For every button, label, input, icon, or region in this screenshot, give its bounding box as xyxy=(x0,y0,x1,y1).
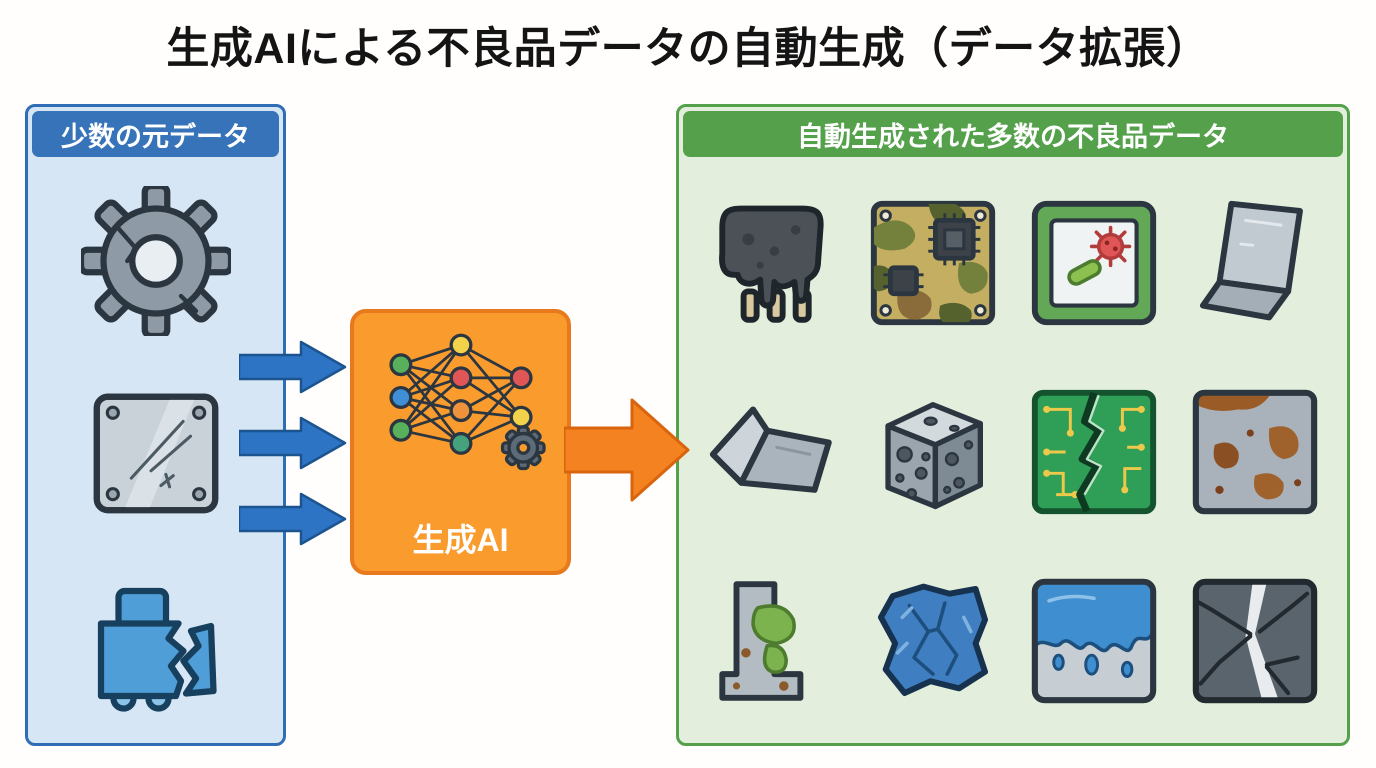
defect-item xyxy=(862,381,1004,523)
generated-data-panel-header: 自動生成された多数の不良品データ xyxy=(683,111,1343,157)
bacteria-icon xyxy=(1066,259,1102,287)
defect-item xyxy=(1184,570,1326,712)
defect-item xyxy=(862,570,1004,712)
source-data-items xyxy=(28,165,283,737)
liquid-spill-plate-icon xyxy=(1031,578,1156,703)
camo-circuit-board-icon xyxy=(870,201,995,326)
crumpled-part-icon xyxy=(877,583,988,696)
list-item xyxy=(77,182,234,339)
defect-item xyxy=(1184,381,1326,523)
folded-sheet-icon xyxy=(709,406,832,493)
cracked-pcb-icon xyxy=(1031,389,1156,515)
broken-machine-icon xyxy=(97,588,217,712)
list-item xyxy=(81,566,231,716)
defect-item xyxy=(1023,192,1165,334)
gear-icon xyxy=(500,425,546,471)
defect-item xyxy=(862,192,1004,334)
generative-ai-box: 生成AI xyxy=(350,309,571,575)
defect-item xyxy=(701,570,843,712)
right-arrow-icon xyxy=(239,492,347,546)
scratched-plate-icon xyxy=(93,393,218,514)
melted-component-icon xyxy=(718,205,824,324)
list-item xyxy=(82,377,230,525)
right-arrow-icon xyxy=(239,416,347,470)
virus-icon xyxy=(1089,226,1131,268)
corroded-bracket-icon xyxy=(718,580,803,701)
porous-cube-icon xyxy=(884,401,983,510)
neural-network-icon xyxy=(388,333,546,471)
page-title: 生成AIによる不良品データの自動生成（データ拡張） xyxy=(166,25,1210,73)
generative-ai-label: 生成AI xyxy=(412,522,509,558)
generated-data-panel: 自動生成された多数の不良品データ xyxy=(676,104,1350,746)
shattered-plate-icon xyxy=(1192,578,1317,703)
rusty-plate-icon xyxy=(1192,389,1317,515)
cracked-gear-icon xyxy=(77,182,234,339)
source-data-panel: 少数の元データ xyxy=(25,104,286,746)
defect-grid xyxy=(691,169,1335,735)
defect-item xyxy=(1023,570,1165,712)
source-data-panel-header: 少数の元データ xyxy=(32,111,279,157)
right-arrow-icon xyxy=(564,398,690,502)
right-arrow-icon xyxy=(239,340,347,394)
defect-item xyxy=(1023,381,1165,523)
defect-item xyxy=(701,381,843,523)
bent-plate-icon xyxy=(1199,201,1303,321)
defect-item xyxy=(1184,192,1326,334)
defect-item xyxy=(701,192,843,334)
contaminated-board-icon xyxy=(1031,201,1156,326)
